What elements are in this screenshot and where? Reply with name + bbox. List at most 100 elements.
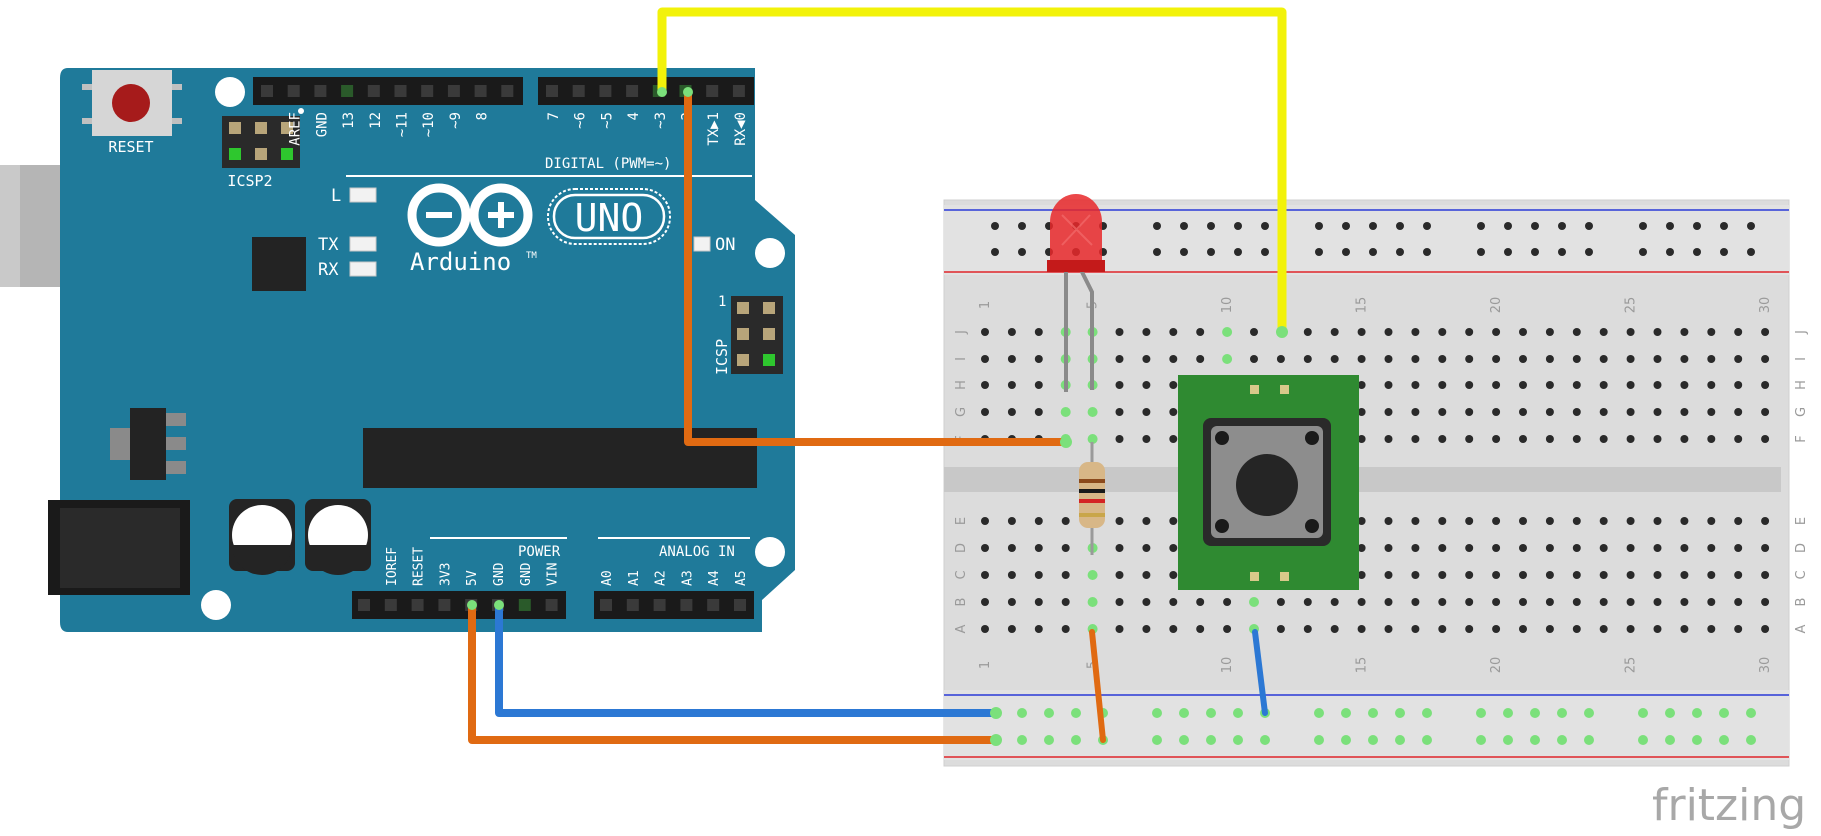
breadboard-hole [1734, 381, 1743, 389]
breadboard-hole [1142, 517, 1151, 525]
rail-hole [1692, 708, 1702, 718]
breadboard-hole [1007, 517, 1016, 525]
rail-hole [1234, 222, 1242, 230]
header-socket[interactable] [341, 85, 354, 97]
breadboard-hole [1169, 355, 1178, 363]
rail-hole [1720, 248, 1728, 256]
header-socket[interactable] [314, 85, 327, 97]
header-socket[interactable] [447, 85, 460, 97]
header-socket[interactable] [394, 85, 407, 97]
header-socket[interactable] [421, 85, 434, 97]
voltage-regulator [130, 408, 166, 480]
pushbutton-cap[interactable] [1236, 454, 1298, 516]
breadboard-hole [1519, 517, 1527, 525]
breadboard-hole [1276, 625, 1285, 633]
header-socket[interactable] [261, 85, 273, 97]
header-socket[interactable] [358, 599, 370, 611]
wire-orange-resistor-to-rail[interactable] [1089, 629, 1106, 743]
breadboard-hole [1761, 544, 1770, 552]
header-socket[interactable] [287, 85, 300, 97]
breadboard-hole [1761, 328, 1770, 336]
led-rx-label: RX [318, 260, 339, 280]
breadboard-hole [1599, 517, 1608, 525]
header-socket[interactable] [474, 85, 487, 97]
breadboard-hole [981, 544, 989, 552]
header-socket[interactable] [732, 85, 745, 97]
breadboard-hole [981, 408, 989, 416]
wire-yellow-pin3-to-button[interactable] [657, 7, 1287, 337]
breadboard-hole [1060, 407, 1071, 417]
header-socket[interactable] [438, 599, 451, 611]
header-socket[interactable] [384, 599, 397, 611]
row-letter: D [1794, 543, 1809, 553]
breadboard-hole [1465, 571, 1474, 579]
breadboard-hole [1572, 408, 1581, 416]
header-socket[interactable] [680, 599, 693, 611]
breadboard-hole [1142, 435, 1151, 443]
breadboard-hole [1653, 544, 1662, 552]
header-socket[interactable] [572, 85, 585, 97]
header-socket[interactable] [518, 599, 531, 611]
header-socket[interactable] [546, 85, 558, 97]
breadboard-hole [1680, 328, 1689, 336]
digital-pin-label: ~3 [653, 112, 669, 129]
rail-hole [1531, 248, 1539, 256]
breadboard-hole [1465, 355, 1474, 363]
breadboard-hole [1707, 625, 1716, 633]
mounting-hole [201, 590, 231, 620]
rail-hole [1639, 248, 1647, 256]
rail-hole [1665, 735, 1675, 745]
wire-orange-pin2-to-led[interactable] [684, 88, 1070, 446]
resistor [1079, 442, 1105, 555]
row-letter: G [954, 407, 969, 417]
header-socket[interactable] [734, 599, 746, 611]
rail-hole [1558, 222, 1566, 230]
column-number: 25 [1624, 657, 1639, 674]
breadboard-hole [1707, 355, 1716, 363]
row-letter: C [954, 570, 969, 579]
breadboard-hole [1492, 381, 1501, 389]
pushbutton[interactable] [1178, 375, 1359, 590]
breadboard-hole [1061, 625, 1070, 633]
rail-hole [1180, 222, 1188, 230]
wire-blue-gnd-to-rail[interactable] [495, 601, 1000, 717]
breadboard-hole [1653, 517, 1662, 525]
breadboard-hole [1572, 571, 1581, 579]
power-pin-label: 5V [465, 570, 480, 586]
header-socket[interactable] [545, 599, 558, 611]
analog-pin-label: A4 [707, 570, 722, 586]
header-socket[interactable] [653, 599, 666, 611]
breadboard-hole [1599, 544, 1608, 552]
breadboard-hole [1653, 435, 1662, 443]
header-socket[interactable] [626, 85, 639, 97]
wire-blue-button-to-rail[interactable] [1252, 629, 1268, 716]
rail-hole [1422, 735, 1432, 745]
breadboard-center-channel [944, 467, 1781, 492]
breadboard-hole [1626, 381, 1635, 389]
row-letter: J [1794, 330, 1809, 335]
breadboard-hole [1007, 625, 1016, 633]
breadboard-hole [1707, 328, 1716, 336]
header-socket[interactable] [411, 599, 424, 611]
wire-orange-5v-to-rail[interactable] [468, 601, 1000, 744]
breadboard-hole [1653, 328, 1662, 336]
breadboard-hole [1330, 625, 1339, 633]
digital-pin-label: ~11 [395, 112, 411, 137]
header-socket[interactable] [600, 599, 612, 611]
header-socket[interactable] [599, 85, 612, 97]
column-number: 20 [1489, 657, 1504, 674]
header-socket[interactable] [626, 599, 639, 611]
breadboard-hole [1438, 408, 1447, 416]
column-number: 25 [1624, 297, 1639, 314]
breadboard-hole [1519, 625, 1527, 633]
breadboard-hole [1626, 625, 1635, 633]
header-socket[interactable] [706, 85, 719, 97]
header-socket[interactable] [501, 85, 514, 97]
header-socket[interactable] [367, 85, 380, 97]
breadboard-hole [1384, 328, 1393, 336]
breadboard-hole [1115, 328, 1124, 336]
breadboard-hole [1223, 625, 1232, 633]
header-socket[interactable] [707, 599, 720, 611]
breadboard-hole [1007, 598, 1016, 606]
breadboard-hole [1222, 327, 1233, 337]
